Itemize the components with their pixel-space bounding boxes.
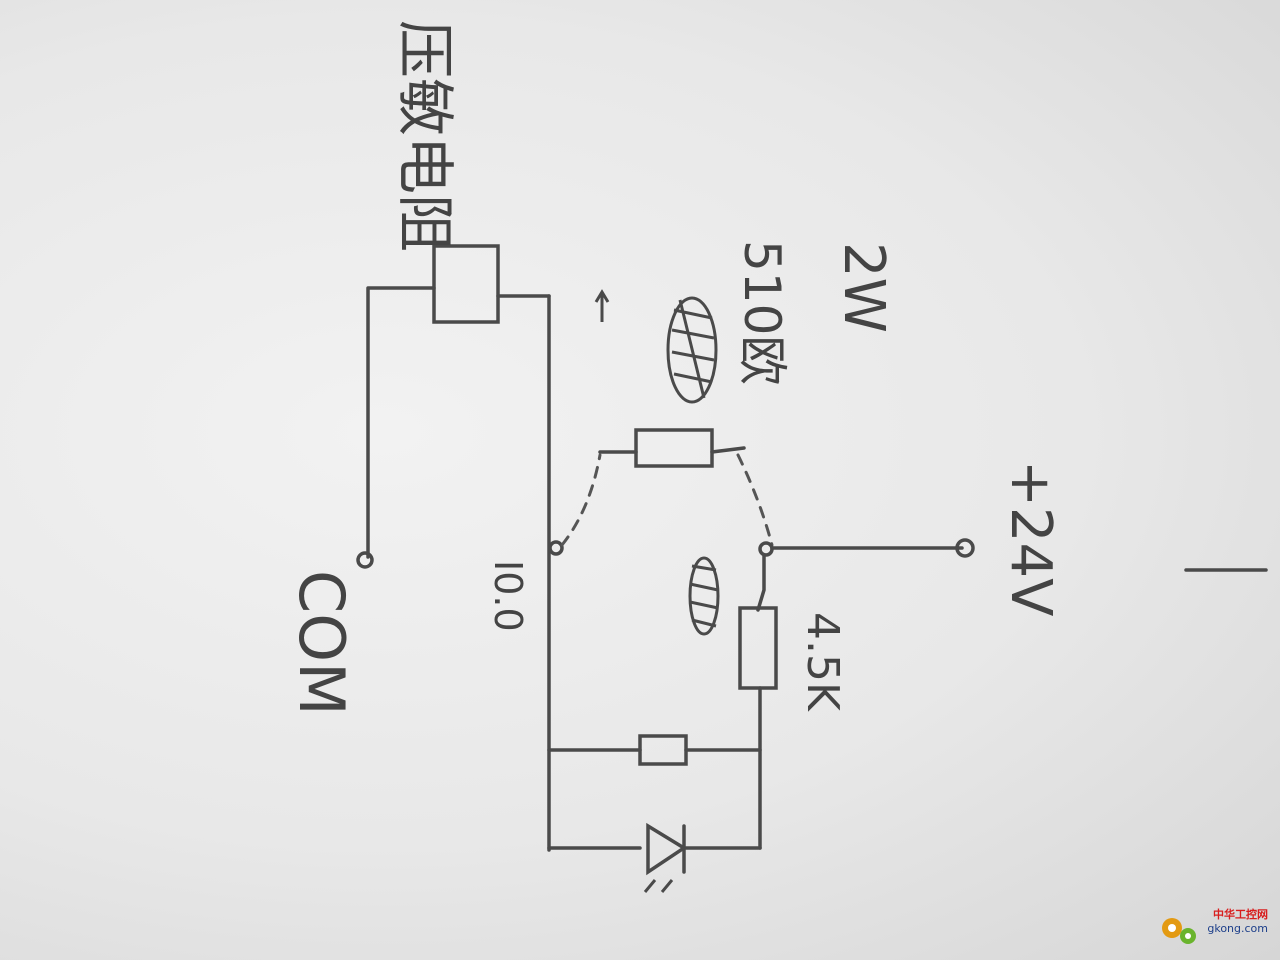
label-sensor: 压敏电阻 bbox=[391, 20, 459, 252]
com-wire bbox=[356, 286, 436, 569]
sensor-block bbox=[432, 244, 551, 324]
arrow-icon bbox=[594, 289, 610, 322]
input-wire bbox=[547, 294, 564, 852]
led-diode bbox=[646, 822, 688, 876]
site-watermark: 中华工控网 gkong.com bbox=[1154, 902, 1272, 954]
led-arrows-icon bbox=[643, 879, 674, 893]
resistor-510 bbox=[634, 428, 714, 468]
crossed-out-resistor-top bbox=[666, 296, 718, 404]
label-resistor-2w: 2W bbox=[831, 242, 896, 333]
resistor-4k5 bbox=[738, 606, 778, 690]
label-resistor-510: 510欧 bbox=[733, 240, 791, 385]
crossed-out-resistor-mid bbox=[688, 556, 720, 636]
watermark-url: gkong.com bbox=[1207, 922, 1268, 935]
gear-logo-icon bbox=[1162, 918, 1196, 944]
com-terminal bbox=[356, 551, 374, 569]
input-terminal bbox=[548, 540, 564, 556]
dashed-resistor-branch bbox=[560, 428, 774, 547]
power-node bbox=[758, 541, 774, 557]
watermark-cn: 中华工控网 bbox=[1213, 908, 1268, 921]
resistor-led bbox=[638, 734, 688, 766]
label-com: COM bbox=[285, 570, 358, 716]
resistor-4k5-branch bbox=[547, 606, 778, 893]
label-input: I0.0 bbox=[486, 560, 530, 632]
label-power: +24V bbox=[998, 460, 1063, 617]
power-wire bbox=[756, 538, 975, 612]
power-terminal bbox=[955, 538, 975, 558]
label-resistor-4k5: 4.5K bbox=[797, 612, 848, 712]
